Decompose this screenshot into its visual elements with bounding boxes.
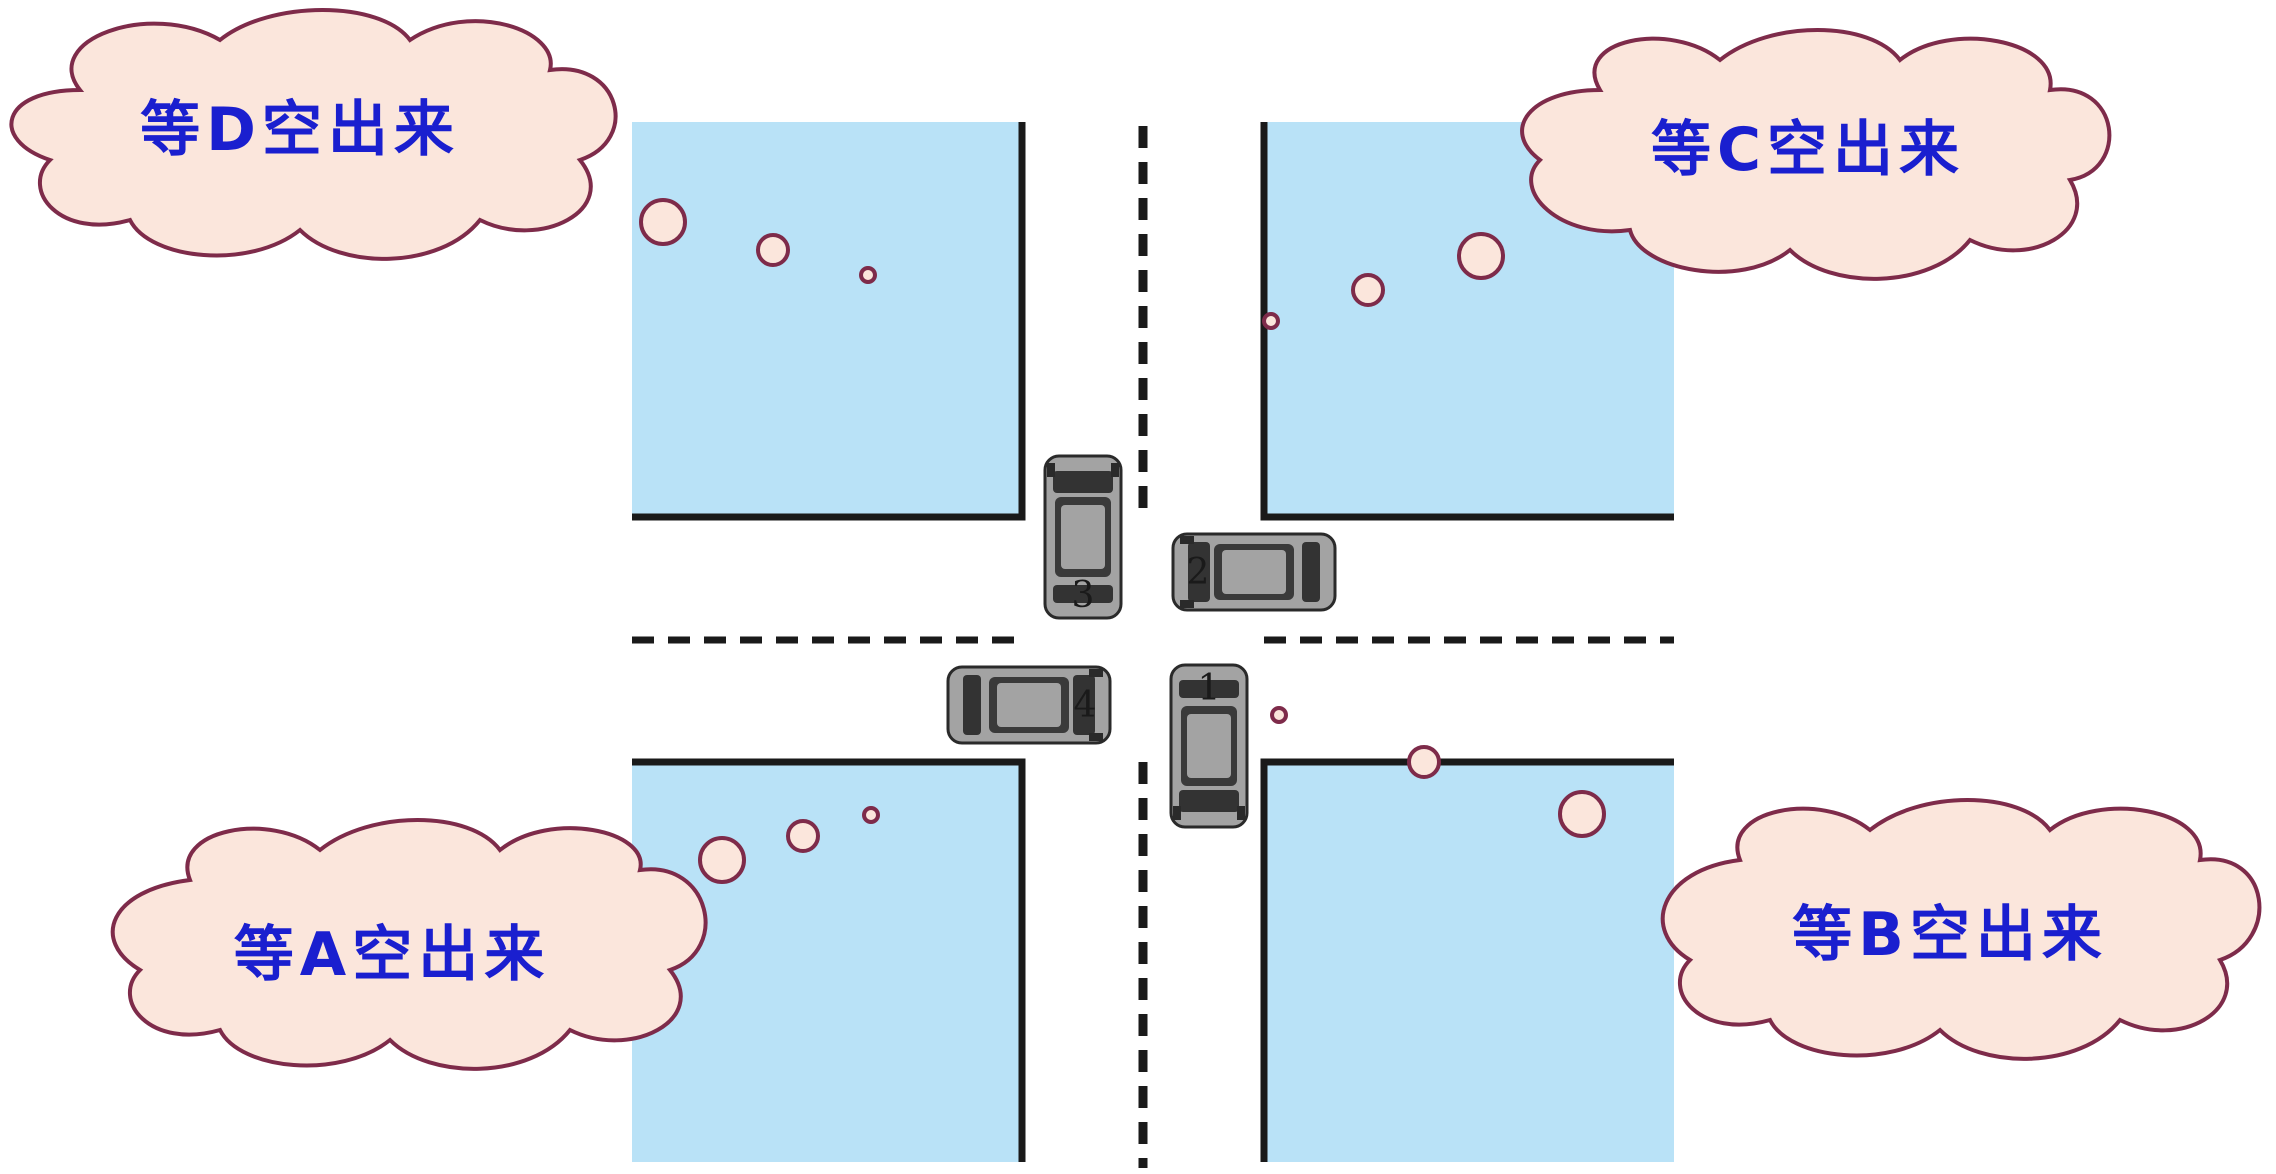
thought-bubbles-c bbox=[1262, 232, 1505, 330]
cloud-c-label: 等C空出来 bbox=[1651, 115, 1965, 185]
cloud-c: 等C空出来 bbox=[1520, 28, 2112, 281]
block-bottom-left bbox=[632, 758, 1026, 1162]
cloud-a: 等A空出来 bbox=[110, 818, 708, 1071]
thought-bubbles-b bbox=[1270, 706, 1606, 838]
car-4-number: 4 bbox=[1074, 685, 1097, 726]
thought-bubbles-d bbox=[639, 198, 877, 284]
car-1-number: 1 bbox=[1198, 668, 1221, 709]
car-4: 4 bbox=[946, 665, 1112, 745]
cloud-d-label: 等D空出来 bbox=[140, 95, 460, 165]
car-2-number: 2 bbox=[1187, 552, 1210, 593]
car-3: 3 bbox=[1043, 454, 1123, 620]
thought-bubbles-a bbox=[698, 806, 880, 884]
cloud-d: 等D空出来 bbox=[9, 8, 618, 261]
cloud-a-label: 等A空出来 bbox=[234, 920, 550, 990]
block-bottom-right bbox=[1260, 758, 1674, 1162]
block-top-left bbox=[632, 122, 1026, 521]
car-3-number: 3 bbox=[1072, 575, 1095, 616]
car-2: 2 bbox=[1171, 532, 1337, 612]
car-1: 1 bbox=[1169, 663, 1249, 829]
cloud-b: 等B空出来 bbox=[1660, 798, 2262, 1061]
cloud-b-label: 等B空出来 bbox=[1792, 900, 2108, 970]
